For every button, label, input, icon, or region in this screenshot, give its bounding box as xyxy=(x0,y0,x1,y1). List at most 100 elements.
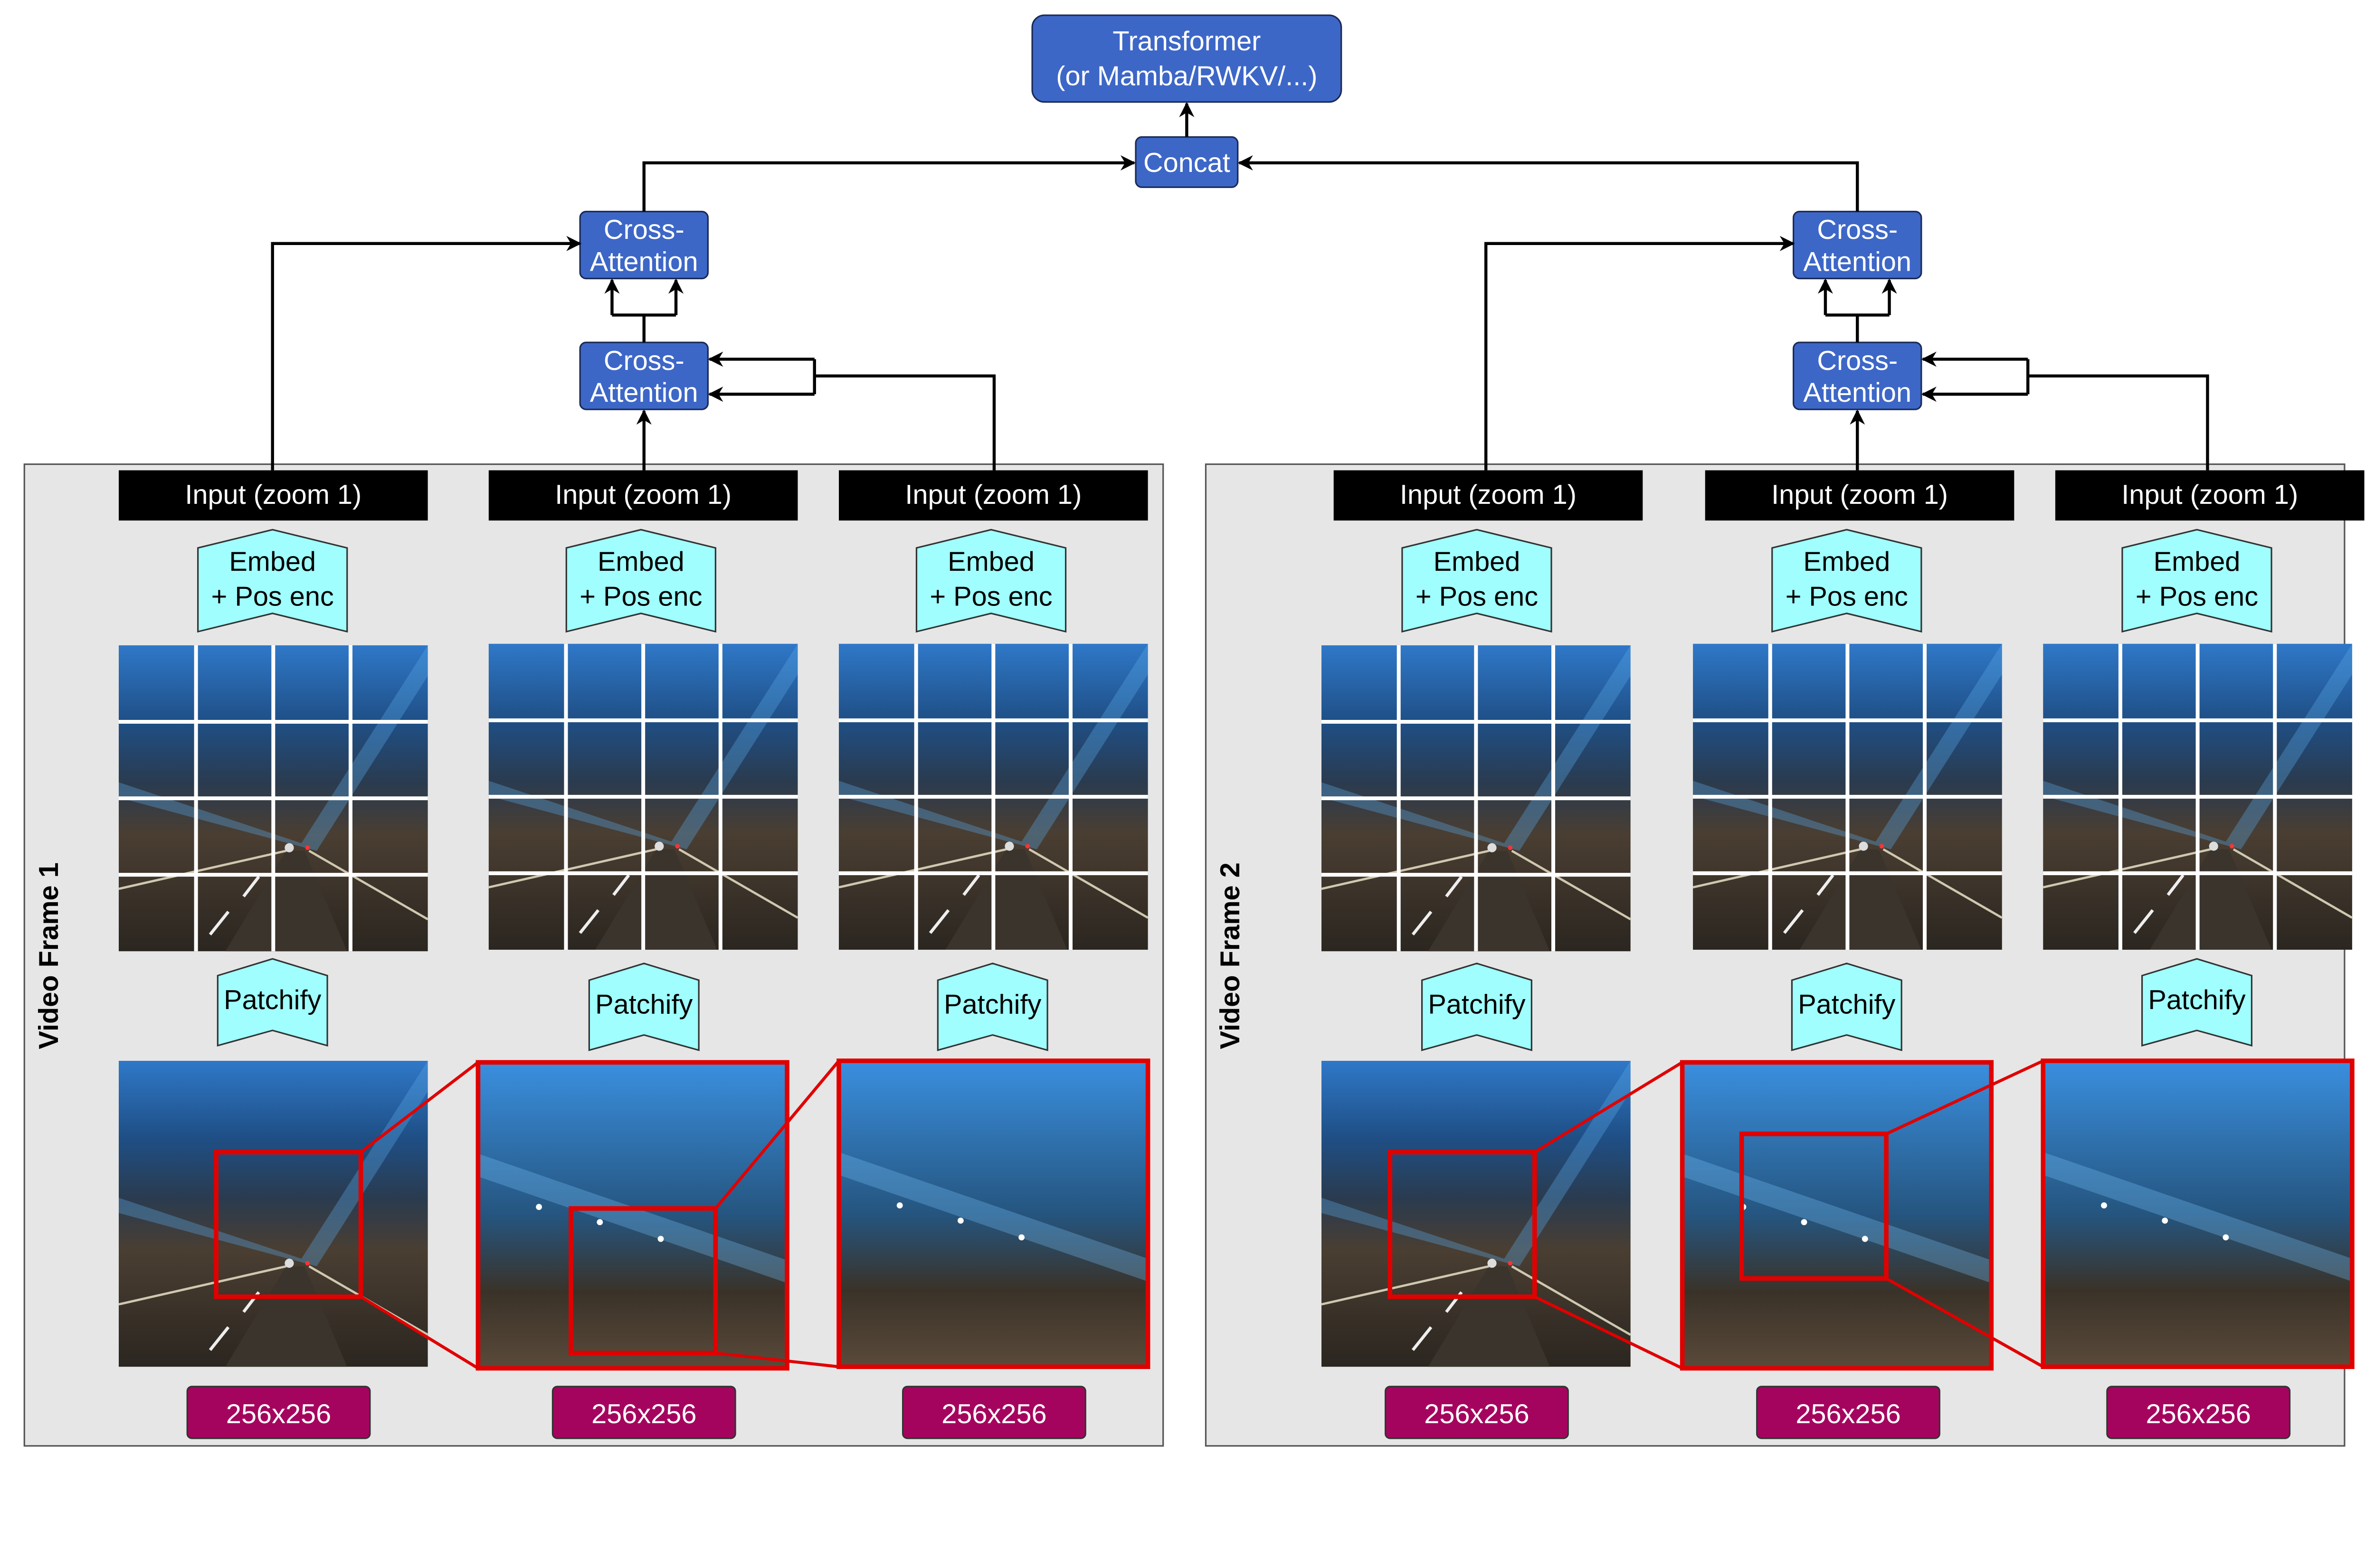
architecture-diagram: Transformer (or Mamba/RWKV/...) Concat V… xyxy=(23,14,2365,1447)
zoom-connector-top xyxy=(1534,1061,1683,1154)
input-bar xyxy=(1333,470,1643,521)
size-badge xyxy=(186,1386,371,1439)
size-badge xyxy=(1756,1386,1940,1439)
patchify-block xyxy=(217,958,328,1047)
input-image-zoom-level-3 xyxy=(2043,1060,2352,1367)
input-bar xyxy=(839,470,1148,521)
embed-label-line2: + Pos enc xyxy=(930,582,1052,612)
patchify-block xyxy=(1791,963,1902,1051)
embed-pos-enc-block xyxy=(565,529,717,633)
arrow-frame1-to-concat xyxy=(642,155,1136,212)
cross-attention-label-line1: Cross- xyxy=(604,346,684,376)
embed-pos-enc-block xyxy=(915,529,1067,633)
embed-label-line2: + Pos enc xyxy=(211,582,334,612)
size-label: 256x256 xyxy=(941,1399,1046,1429)
concat-label: Concat xyxy=(1143,148,1230,178)
zoom-connector-top xyxy=(1885,1059,2044,1135)
size-label: 256x256 xyxy=(1796,1399,1900,1429)
input-label: Input (zoom 1) xyxy=(2121,480,2298,510)
video-frame-label: Video Frame 2 xyxy=(1215,862,1245,1049)
input-label: Input (zoom 1) xyxy=(1400,480,1577,510)
size-badge xyxy=(2106,1386,2291,1439)
embed-pos-enc-block xyxy=(1771,529,1922,633)
arrow-frame2-to-concat xyxy=(1237,155,1859,212)
size-badge xyxy=(551,1386,736,1439)
video-frame-label: Video Frame 1 xyxy=(34,862,64,1049)
zoom-region-box xyxy=(569,1206,718,1356)
embed-pos-enc-block xyxy=(197,529,348,633)
zoom-region-box xyxy=(214,1150,363,1299)
input-bar xyxy=(1705,470,2014,521)
transformer-label-line2: (or Mamba/RWKV/...) xyxy=(1056,61,1317,91)
input-label: Input (zoom 1) xyxy=(1771,480,1948,510)
embed-label-line1: Embed xyxy=(229,547,316,577)
input-label: Input (zoom 1) xyxy=(185,480,361,510)
arrow-input1-to-upper-ca xyxy=(271,236,582,471)
zoomed-image-frame xyxy=(475,1060,789,1371)
patchify-block xyxy=(1421,963,1532,1051)
size-label: 256x256 xyxy=(2146,1399,2251,1429)
cross-attention-label-line1: Cross- xyxy=(1817,215,1898,245)
cross-attention-upper: Cross-Attention xyxy=(579,210,709,280)
column-2: Input (zoom 1)Embed+ Pos encPatchify256x… xyxy=(1680,470,2014,1439)
patch-grid-lines xyxy=(2043,643,2352,950)
patchify-label: Patchify xyxy=(595,990,693,1020)
patchify-block xyxy=(588,963,700,1051)
input-image-zoom-level-2 xyxy=(1682,1062,1992,1369)
patch-grid-lines xyxy=(1693,643,2002,950)
input-label: Input (zoom 1) xyxy=(905,480,1082,510)
embed-label-line2: + Pos enc xyxy=(2136,582,2258,612)
cross-attention-label-line2: Attention xyxy=(1803,378,1911,408)
cross-attention-lower: Cross-Attention xyxy=(1793,341,1922,410)
embed-label-line2: + Pos enc xyxy=(1786,582,1908,612)
arrow-input3-connector xyxy=(814,374,996,471)
zoom-region-box xyxy=(1387,1150,1537,1299)
cross-attention-label-line1: Cross- xyxy=(604,215,684,245)
patchify-label: Patchify xyxy=(944,990,1041,1020)
embed-label-line2: + Pos enc xyxy=(580,582,702,612)
input-label: Input (zoom 1) xyxy=(555,480,732,510)
patchify-label: Patchify xyxy=(2148,985,2245,1015)
zoom-connector-bottom xyxy=(360,1295,479,1370)
zoomed-image-frame xyxy=(2041,1058,2355,1370)
embed-label-line2: + Pos enc xyxy=(1416,582,1538,612)
zoom-connector-top xyxy=(714,1059,840,1209)
embed-label-line1: Embed xyxy=(598,547,684,577)
embed-pos-enc-block xyxy=(1401,529,1552,633)
embed-label-line1: Embed xyxy=(2154,547,2241,577)
patch-grid-lines xyxy=(839,643,1148,950)
patchify-block xyxy=(2141,958,2252,1047)
embed-label-line1: Embed xyxy=(1434,547,1520,577)
cross-attention-label-line2: Attention xyxy=(590,378,698,408)
size-badge xyxy=(902,1386,1086,1439)
cross-attention-label-line2: Attention xyxy=(590,247,698,277)
input-image-zoom-level-3 xyxy=(839,1060,1148,1367)
zoomed-image-frame xyxy=(836,1058,1150,1370)
zoom-connector-bottom xyxy=(715,1351,839,1369)
zoomed-image-frame xyxy=(1680,1060,1994,1371)
cross-attention-label-line1: Cross- xyxy=(1817,346,1898,376)
input-bar xyxy=(118,470,428,521)
size-badge xyxy=(1385,1386,1569,1439)
concat-box: Concat xyxy=(1135,136,1239,188)
size-label: 256x256 xyxy=(591,1399,696,1429)
input-image-zoom-level-2 xyxy=(478,1062,788,1369)
zoom-region-box xyxy=(1739,1132,1889,1281)
patch-grid-lines xyxy=(118,645,428,952)
input-bar xyxy=(488,470,798,521)
patchify-label: Patchify xyxy=(224,985,321,1015)
cross-attention-upper: Cross-Attention xyxy=(1793,210,1922,280)
size-label: 256x256 xyxy=(1424,1399,1529,1429)
zoom-connector-bottom xyxy=(1885,1277,2044,1368)
transformer-box: Transformer (or Mamba/RWKV/...) xyxy=(1031,14,1342,103)
column-1: Input (zoom 1)Embed+ Pos encPatchify256x… xyxy=(1321,470,1643,1439)
embed-pos-enc-block xyxy=(2121,529,2272,633)
patch-grid-lines xyxy=(488,643,798,950)
transformer-label-line1: Transformer xyxy=(1112,26,1261,57)
cross-attention-label-line2: Attention xyxy=(1803,247,1911,277)
cross-attention-lower: Cross-Attention xyxy=(579,341,709,410)
embed-label-line1: Embed xyxy=(948,547,1035,577)
